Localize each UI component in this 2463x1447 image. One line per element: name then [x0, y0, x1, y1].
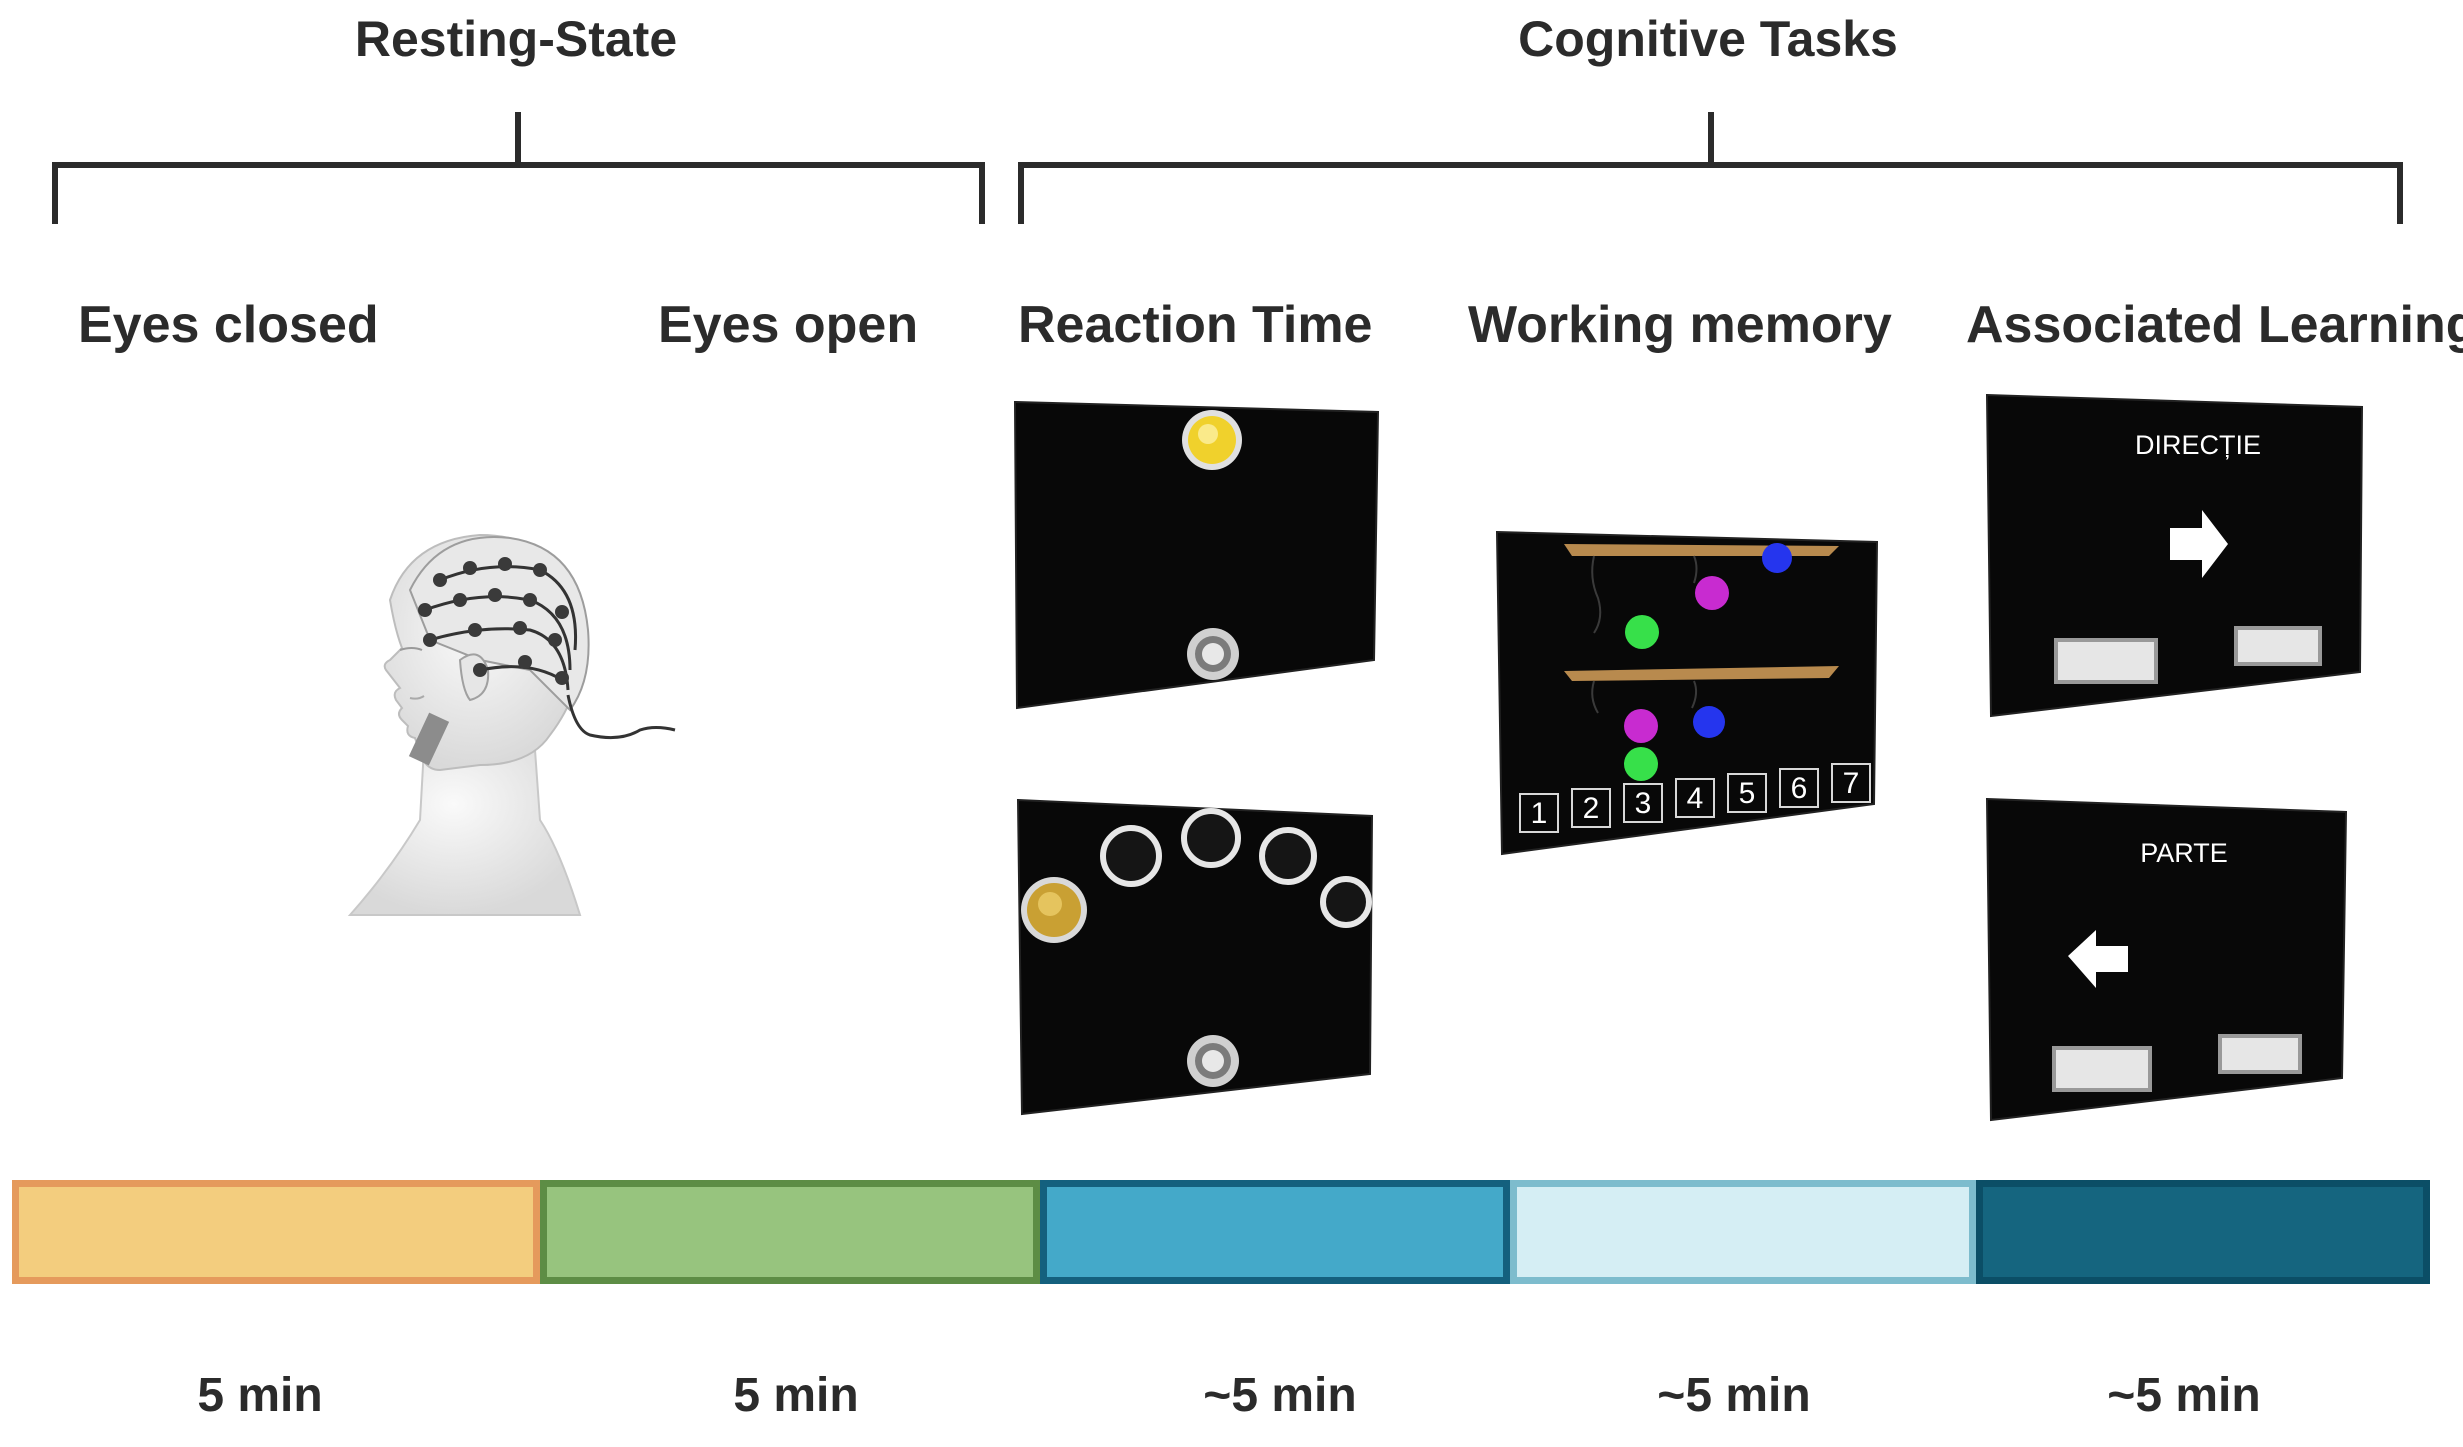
wm-slot-number: 4: [1687, 782, 1704, 815]
left-arrow-icon: [2068, 930, 2128, 988]
wm-slot-box: [1623, 783, 1663, 823]
resting-state-bracket: [52, 112, 985, 224]
wm-slot-box: [1675, 778, 1715, 818]
wm-slot-number: 3: [1635, 787, 1652, 820]
direction-word: DIRECȚIE: [2135, 430, 2261, 460]
reaction-time-bar: [1040, 1180, 1510, 1284]
home-button-circle: [1187, 1035, 1239, 1087]
associated-learning-screen-top: DIRECȚIE: [1985, 393, 2364, 718]
wm-slot-number: 6: [1791, 772, 1808, 805]
associated-learning-label: Associated Learning: [1966, 296, 2463, 354]
reaction-time-screen-top: [1013, 400, 1380, 710]
duration-working-memory: ~5 min: [1657, 1369, 1811, 1422]
duration-eyes-open: 5 min: [733, 1369, 859, 1422]
cognitive-tasks-title: Cognitive Tasks: [1518, 11, 1898, 67]
wm-slot-number: 2: [1583, 792, 1600, 825]
eyes-closed-label: Eyes closed: [78, 296, 379, 354]
cognitive-tasks-bracket: [1018, 112, 2403, 224]
wm-slot-number: 1: [1531, 797, 1548, 830]
resting-state-title: Resting-State: [354, 11, 678, 67]
working-memory-bar: [1510, 1180, 1976, 1284]
wm-slot-box: [1727, 773, 1767, 813]
home-button-circle: [1187, 628, 1239, 680]
duration-reaction-time: ~5 min: [1203, 1369, 1357, 1422]
associated-learning-bar: [1976, 1180, 2430, 1284]
side-word: PARTE: [2140, 838, 2228, 868]
eeg-head-icon: [347, 533, 676, 916]
wm-slot-box: [1779, 768, 1819, 808]
eyes-closed-bar: [12, 1180, 540, 1284]
right-arrow-icon: [2170, 510, 2228, 578]
eyes-open-bar: [540, 1180, 1040, 1284]
eyes-open-label: Eyes open: [658, 296, 919, 354]
yellow-target-circle: [1182, 410, 1242, 470]
working-memory-screen: 1 2 3 4 5 6 7: [1495, 530, 1879, 856]
wm-slot-box: [1831, 763, 1871, 803]
wm-slot-number: 7: [1843, 767, 1860, 800]
duration-eyes-closed: 5 min: [197, 1369, 323, 1422]
duration-associated-learning: ~5 min: [2107, 1369, 2261, 1422]
associated-learning-screen-bottom: PARTE: [1985, 797, 2348, 1122]
wm-slot-box: [1571, 788, 1611, 828]
reaction-time-label: Reaction Time: [1018, 296, 1373, 354]
working-memory-label: Working memory: [1468, 296, 1892, 354]
wm-slot-box: [1519, 793, 1559, 833]
wm-slot-number: 5: [1739, 777, 1756, 810]
yellow-choice-circle: [1021, 877, 1087, 943]
reaction-time-screen-bottom: [1016, 798, 1374, 1116]
